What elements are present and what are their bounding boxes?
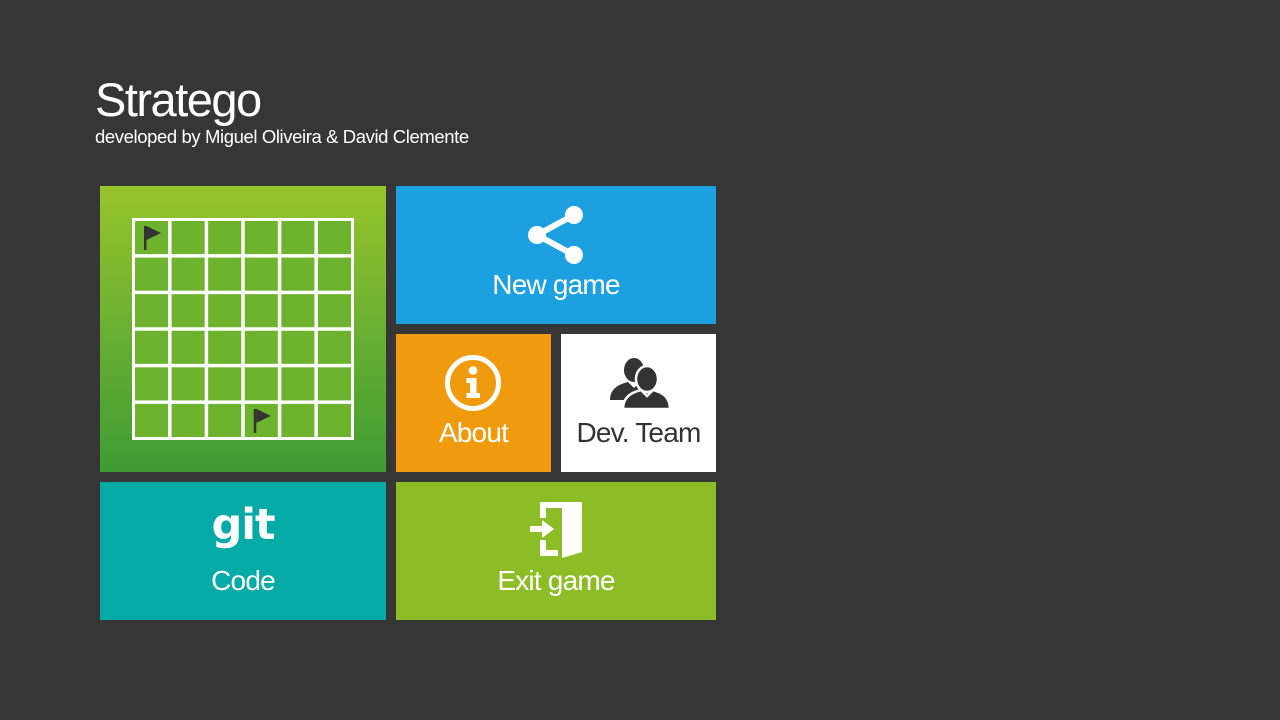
new-game-tile[interactable]: New game — [396, 186, 716, 324]
users-icon — [610, 358, 672, 411]
game-board-icon — [132, 218, 354, 440]
board-cell — [281, 367, 315, 401]
board-cell — [244, 294, 278, 328]
about-label: About — [438, 417, 509, 448]
git-icon: git — [211, 500, 275, 550]
board-cell — [171, 330, 205, 364]
board-cell — [281, 221, 315, 255]
board-cell — [135, 403, 169, 437]
board-cell — [208, 257, 242, 291]
board-cell — [135, 367, 169, 401]
board-cell — [244, 367, 278, 401]
board-cell — [208, 367, 242, 401]
flag-icon — [253, 408, 271, 433]
board-cell — [244, 330, 278, 364]
exit-game-label: Exit game — [497, 565, 615, 596]
app-title: Stratego — [95, 73, 262, 126]
board-cell — [281, 257, 315, 291]
board-cell — [171, 221, 205, 255]
board-cell — [171, 403, 205, 437]
board-cell — [317, 294, 351, 328]
board-cell — [317, 367, 351, 401]
board-cell — [208, 221, 242, 255]
board-cell — [317, 330, 351, 364]
dev-team-tile[interactable]: Dev. Team — [561, 334, 716, 472]
new-game-label: New game — [492, 269, 620, 300]
board-cell — [281, 330, 315, 364]
board-cell — [317, 403, 351, 437]
board-cell — [244, 221, 278, 255]
board-frame — [132, 218, 354, 440]
share-icon — [528, 206, 583, 264]
flag-icon — [144, 226, 161, 250]
dev-team-label: Dev. Team — [576, 417, 701, 448]
code-label: Code — [211, 565, 276, 596]
exit-door-icon — [530, 502, 582, 558]
board-cell — [281, 403, 315, 437]
board-cell — [317, 257, 351, 291]
board-cell — [208, 330, 242, 364]
board-cell — [208, 294, 242, 328]
code-tile[interactable]: git Code — [100, 482, 386, 620]
about-tile[interactable]: About — [396, 334, 551, 472]
board-cell — [171, 367, 205, 401]
board-cell — [135, 294, 169, 328]
board-cell — [317, 221, 351, 255]
board-cell — [244, 257, 278, 291]
info-icon — [445, 355, 501, 411]
board-cell — [171, 257, 205, 291]
app-subtitle: developed by Miguel Oliveira & David Cle… — [95, 126, 469, 147]
board-cell — [135, 330, 169, 364]
board-cell — [281, 294, 315, 328]
exit-game-tile[interactable]: Exit game — [396, 482, 716, 620]
board-cell — [171, 294, 205, 328]
board-cell — [135, 257, 169, 291]
board-cell — [208, 403, 242, 437]
